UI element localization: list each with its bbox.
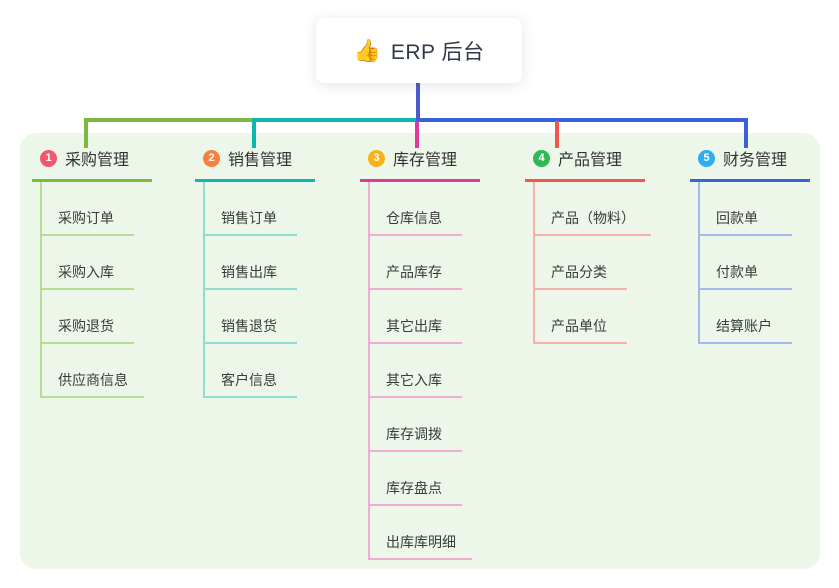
branch-purchase-management: 1 采购管理 采购订单 采购入库 采购退货 供应商信息 — [32, 146, 152, 398]
root-node-erp-backend[interactable]: 👍 ERP 后台 — [316, 18, 522, 83]
branch-title-inventory[interactable]: 3 库存管理 — [360, 146, 480, 182]
branch-children-inventory: 仓库信息 产品库存 其它出库 其它入库 库存调拨 库存盘点 出库库明细 — [368, 182, 472, 560]
child-node[interactable]: 回款单 — [700, 182, 792, 236]
child-node[interactable]: 库存调拨 — [370, 398, 462, 452]
badge-5-icon: 5 — [698, 149, 715, 167]
connector-drop-purchase — [84, 118, 88, 148]
branch-label: 产品管理 — [558, 152, 623, 169]
child-node[interactable]: 结算账户 — [700, 290, 792, 344]
child-node[interactable]: 采购入库 — [42, 236, 134, 290]
badge-3-icon: 3 — [368, 149, 385, 167]
branch-label: 库存管理 — [393, 152, 458, 169]
child-node[interactable]: 付款单 — [700, 236, 792, 290]
branch-inventory-management: 3 库存管理 仓库信息 产品库存 其它出库 其它入库 库存调拨 库存盘点 出库库… — [360, 146, 480, 560]
branches-panel — [20, 133, 820, 569]
child-node[interactable]: 库存盘点 — [370, 452, 462, 506]
branch-children-product: 产品（物料） 产品分类 产品单位 — [533, 182, 651, 344]
child-node[interactable]: 产品库存 — [370, 236, 462, 290]
child-node[interactable]: 销售订单 — [205, 182, 297, 236]
branch-finance-management: 5 财务管理 回款单 付款单 结算账户 — [690, 146, 810, 344]
branch-title-purchase[interactable]: 1 采购管理 — [32, 146, 152, 182]
child-node[interactable]: 其它出库 — [370, 290, 462, 344]
badge-1-icon: 1 — [40, 149, 57, 167]
badge-2-icon: 2 — [203, 149, 220, 167]
thumbs-up-icon: 👍 — [353, 37, 381, 63]
branch-children-sales: 销售订单 销售出库 销售退货 客户信息 — [203, 182, 297, 398]
branch-label: 采购管理 — [65, 152, 130, 169]
child-node[interactable]: 销售退货 — [205, 290, 297, 344]
child-node[interactable]: 销售出库 — [205, 236, 297, 290]
connector-segment-teal — [252, 118, 418, 122]
child-node[interactable]: 其它入库 — [370, 344, 462, 398]
branch-title-product[interactable]: 4 产品管理 — [525, 146, 645, 182]
badge-4-icon: 4 — [533, 149, 550, 167]
child-node[interactable]: 采购退货 — [42, 290, 134, 344]
connector-segment-blue — [416, 118, 748, 122]
child-node[interactable]: 仓库信息 — [370, 182, 462, 236]
child-node[interactable]: 供应商信息 — [42, 344, 144, 398]
branch-children-purchase: 采购订单 采购入库 采购退货 供应商信息 — [40, 182, 144, 398]
child-node[interactable]: 产品（物料） — [535, 182, 651, 236]
branch-product-management: 4 产品管理 产品（物料） 产品分类 产品单位 — [525, 146, 651, 344]
connector-drop-finance — [744, 118, 748, 148]
branch-title-finance[interactable]: 5 财务管理 — [690, 146, 810, 182]
branch-title-sales[interactable]: 2 销售管理 — [195, 146, 315, 182]
child-node[interactable]: 采购订单 — [42, 182, 134, 236]
connector-segment-green — [84, 118, 254, 122]
root-title: ERP 后台 — [390, 40, 485, 64]
branch-sales-management: 2 销售管理 销售订单 销售出库 销售退货 客户信息 — [195, 146, 315, 398]
child-node[interactable]: 产品单位 — [535, 290, 627, 344]
child-node[interactable]: 出库库明细 — [370, 506, 472, 560]
connector-drop-sales — [252, 118, 256, 148]
connector-drop-product — [555, 121, 559, 148]
child-node[interactable]: 产品分类 — [535, 236, 627, 290]
root-stem-connector — [416, 83, 420, 120]
branch-children-finance: 回款单 付款单 结算账户 — [698, 182, 792, 344]
branch-label: 销售管理 — [228, 152, 293, 169]
child-node[interactable]: 客户信息 — [205, 344, 297, 398]
branch-label: 财务管理 — [723, 152, 788, 169]
connector-drop-inventory — [415, 121, 419, 148]
